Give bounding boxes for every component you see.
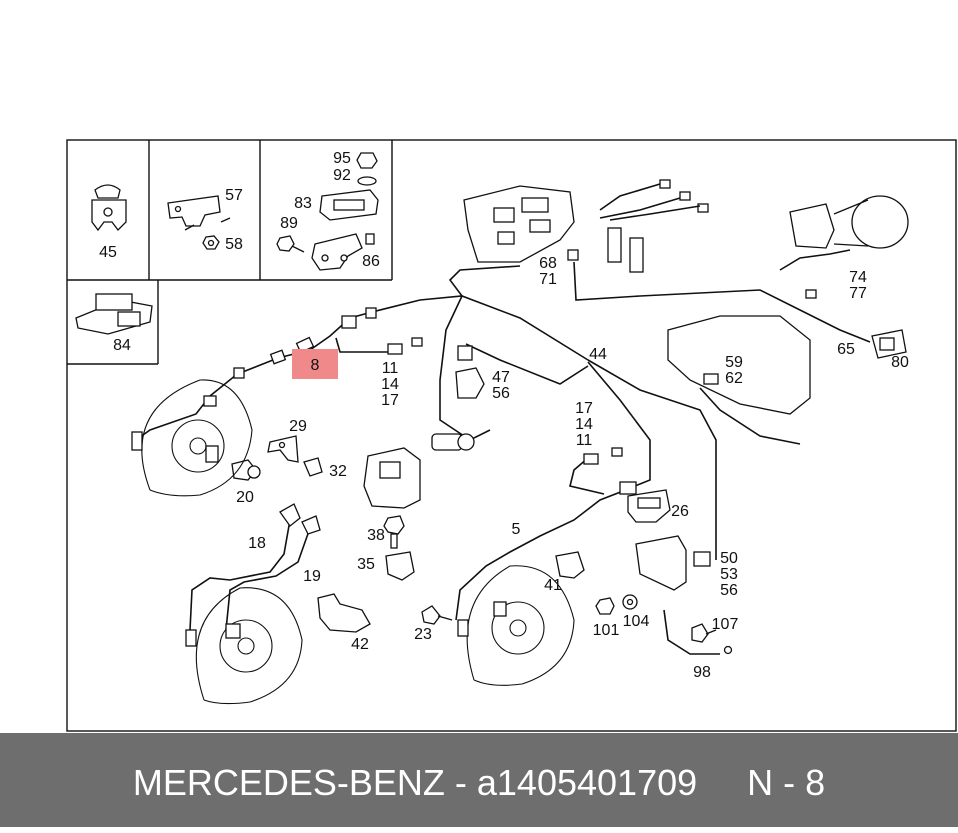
callout-86: 86 [362, 253, 380, 270]
cover-59 [667, 315, 811, 415]
part-32 [303, 457, 323, 477]
callout-18: 18 [248, 535, 266, 552]
callout-89: 89 [280, 215, 298, 232]
callout-77: 77 [849, 285, 867, 302]
part-50-cover [635, 535, 687, 591]
callout-101: 101 [593, 622, 620, 639]
callout-11-b: 11 [576, 432, 593, 449]
part-89-bolt [276, 235, 305, 253]
callout-26: 26 [671, 503, 689, 520]
parts-diagram: 8 45 57 58 95 92 83 89 86 84 68 71 74 77… [66, 139, 957, 732]
callout-65: 65 [837, 341, 855, 358]
part-38-bolt [383, 515, 405, 549]
part-35-clip [385, 551, 415, 581]
footer-separator: - [454, 762, 467, 803]
part-20-bolt [231, 459, 261, 481]
part-42 [317, 593, 371, 633]
part-47 [455, 367, 485, 399]
callout-95: 95 [333, 150, 351, 167]
callout-23: 23 [414, 626, 432, 643]
part-95-nut [356, 152, 378, 186]
callout-14-b: 14 [575, 416, 593, 433]
footer-bar: MERCEDES-BENZ - a1405401709 N - 8 [0, 733, 958, 827]
callout-53: 53 [720, 566, 738, 583]
callout-32: 32 [329, 463, 347, 480]
part-45-clip [91, 184, 127, 232]
callout-92: 92 [333, 167, 351, 184]
highlight-box-8 [292, 349, 338, 379]
callout-19: 19 [303, 568, 321, 585]
brake-disc-right [457, 565, 575, 686]
callout-57: 57 [225, 187, 243, 204]
callout-20: 20 [236, 489, 254, 506]
brake-disc-rear-left [185, 587, 303, 705]
callout-45: 45 [99, 244, 117, 261]
callout-104: 104 [623, 613, 650, 630]
callout-98: 98 [693, 664, 711, 681]
part-41 [555, 551, 585, 579]
footer-position-ref: N - 8 [747, 762, 826, 803]
callout-35: 35 [357, 556, 375, 573]
part-84-module [75, 293, 153, 335]
footer-brand: MERCEDES-BENZ [132, 762, 445, 803]
callout-56-a: 56 [492, 385, 510, 402]
part-58-nut [202, 235, 220, 250]
footer-caption: MERCEDES-BENZ - a1405401709 N - 8 [0, 733, 958, 827]
callout-38: 38 [367, 527, 385, 544]
connectors [203, 307, 711, 567]
highlight-label-8: 8 [311, 357, 320, 374]
callout-11-a: 11 [382, 360, 399, 377]
inset-boxes [67, 140, 393, 365]
sensors-18-19 [279, 503, 321, 535]
callout-62: 62 [725, 370, 743, 387]
callout-83: 83 [294, 195, 312, 212]
callout-58: 58 [225, 236, 243, 253]
callout-47: 47 [492, 369, 510, 386]
pump-motor [789, 195, 909, 299]
hydraulic-unit [463, 185, 575, 263]
small-fasteners [421, 594, 733, 655]
callout-59: 59 [725, 354, 743, 371]
callout-107: 107 [712, 616, 739, 633]
part-80 [871, 329, 907, 359]
part-29-bracket [267, 435, 299, 463]
callout-labels: 45 57 58 95 92 83 89 86 84 68 71 74 77 6… [99, 150, 909, 681]
valve-block [363, 433, 475, 509]
callout-56-b: 56 [720, 582, 738, 599]
callout-50: 50 [720, 550, 738, 567]
callout-80: 80 [891, 354, 909, 371]
callout-71: 71 [539, 271, 557, 288]
callout-44: 44 [589, 346, 607, 363]
callout-14-a: 14 [381, 376, 399, 393]
callout-17-b: 17 [575, 400, 593, 417]
brake-disc-front-left [131, 379, 253, 497]
part-83-module [319, 189, 379, 221]
part-26 [627, 489, 671, 523]
diagram-frame [66, 139, 957, 732]
part-86-bracket [311, 233, 375, 271]
callout-68: 68 [539, 255, 557, 272]
callout-41: 41 [544, 577, 562, 594]
callout-17-a: 17 [381, 392, 399, 409]
relays [567, 179, 709, 273]
callout-84: 84 [113, 337, 131, 354]
part-57-bracket [167, 195, 231, 231]
callout-5: 5 [512, 521, 521, 538]
callout-74: 74 [849, 269, 867, 286]
callout-42: 42 [351, 636, 369, 653]
callout-29: 29 [289, 418, 307, 435]
footer-part-number: a1405401709 [476, 762, 698, 803]
